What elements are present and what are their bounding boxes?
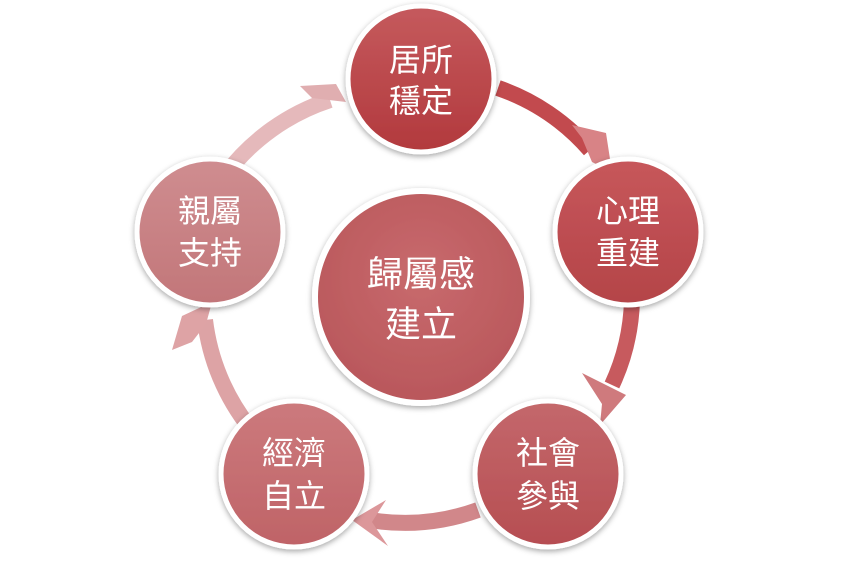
node-economic: 經濟 自立 <box>218 398 370 550</box>
node-housing-line1: 居所 <box>389 41 453 79</box>
cycle-arrows <box>172 84 626 546</box>
node-family-line1: 親屬 <box>178 192 242 230</box>
node-economic-line1: 經濟 <box>262 434 326 472</box>
arrow-economic-to-family <box>172 302 212 350</box>
node-housing: 居所 穩定 <box>345 3 497 155</box>
arrow-family-to-housing <box>300 84 346 102</box>
node-psych: 心理 重建 <box>552 156 704 308</box>
node-economic-line2: 自立 <box>262 477 326 515</box>
node-psych-line1: 心理 <box>596 192 660 230</box>
node-psych-line2: 重建 <box>596 234 660 272</box>
node-social-line1: 社會 <box>516 434 580 472</box>
ring-arc-4 <box>197 318 257 433</box>
node-social-line2: 參與 <box>516 477 580 515</box>
node-economic-circle <box>218 398 370 550</box>
node-social-circle <box>472 398 624 550</box>
node-housing-line2: 穩定 <box>389 82 453 120</box>
center-node: 歸屬感 建立 <box>312 188 530 406</box>
node-housing-circle <box>345 3 497 155</box>
center-circle <box>312 188 530 406</box>
node-social: 社會 參與 <box>472 398 624 550</box>
center-label-line2: 建立 <box>385 305 457 346</box>
node-family-line2: 支持 <box>178 234 242 272</box>
node-psych-circle <box>552 156 704 308</box>
ring-arc-3 <box>368 502 481 531</box>
arrow-psych-to-social <box>582 373 626 425</box>
ring-arc-2 <box>604 299 640 389</box>
ring-arc-1 <box>495 80 597 156</box>
arrow-housing-to-psych <box>572 125 612 172</box>
center-label-line1: 歸屬感 <box>367 255 475 296</box>
node-family-circle <box>134 156 286 308</box>
node-family: 親屬 支持 <box>134 156 286 308</box>
arrow-social-to-economic <box>352 500 388 546</box>
